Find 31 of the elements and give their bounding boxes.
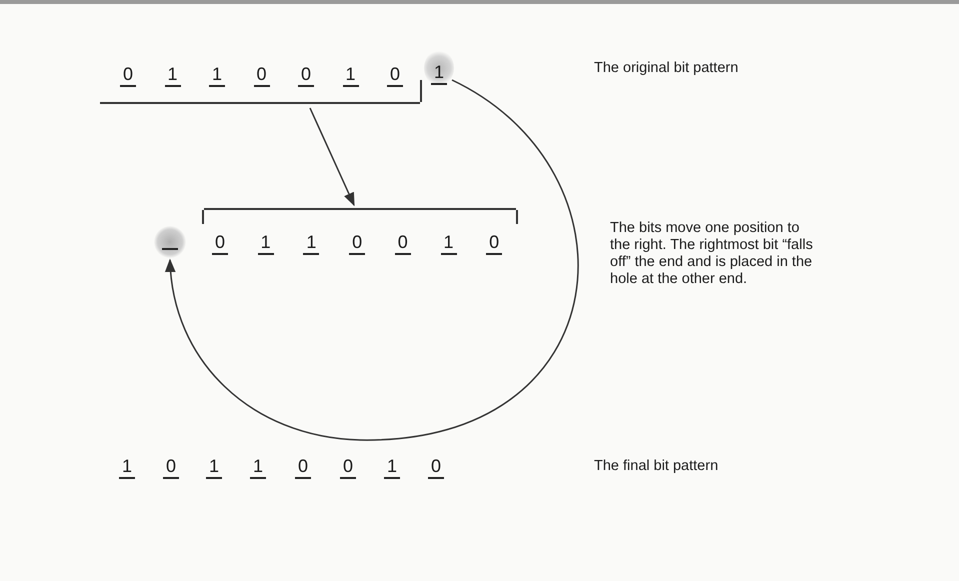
- bit-digit: 1: [384, 456, 400, 479]
- bit-digit: 0: [387, 64, 403, 87]
- bit-digit: 0: [340, 456, 356, 479]
- bit-digit: 1: [209, 64, 225, 87]
- arrow: [309, 108, 355, 206]
- explanation-text: The bits move one position to the right. The rightmost bit “falls off” the end and is placed in the hole at the other end.: [610, 220, 814, 288]
- bit-digit: 0: [486, 232, 502, 255]
- caption-text: The original bit pattern: [594, 60, 740, 77]
- bit-digit: 1: [119, 456, 135, 479]
- bit-digit: 0: [254, 64, 270, 87]
- bit-digit: 0: [120, 64, 136, 87]
- hole-circle: [154, 226, 186, 258]
- bit-digit: 0: [212, 232, 228, 255]
- bit-digit: 1: [440, 232, 456, 255]
- bit-digit: 1: [342, 64, 358, 87]
- bracketed-bit-group: [204, 208, 516, 258]
- bit-digit: 1: [250, 456, 266, 479]
- bit-digit: 0: [394, 232, 411, 255]
- caption-text: The final bit pattern: [594, 458, 720, 475]
- bit-digit: 1: [164, 64, 180, 87]
- arrow: [166, 79, 578, 441]
- bit-digit: 0: [298, 64, 314, 87]
- bit-digit: 1: [206, 456, 222, 479]
- bit-digit: 0: [163, 456, 179, 479]
- bit-digit: 0: [428, 456, 444, 479]
- bit-digit: 1: [303, 232, 320, 255]
- bit-digit: 1: [431, 62, 447, 85]
- shaded-bit: [424, 50, 454, 86]
- bit-digit: 0: [349, 232, 366, 255]
- bit-digit: 0: [295, 456, 311, 479]
- bit-digit: 1: [258, 232, 274, 255]
